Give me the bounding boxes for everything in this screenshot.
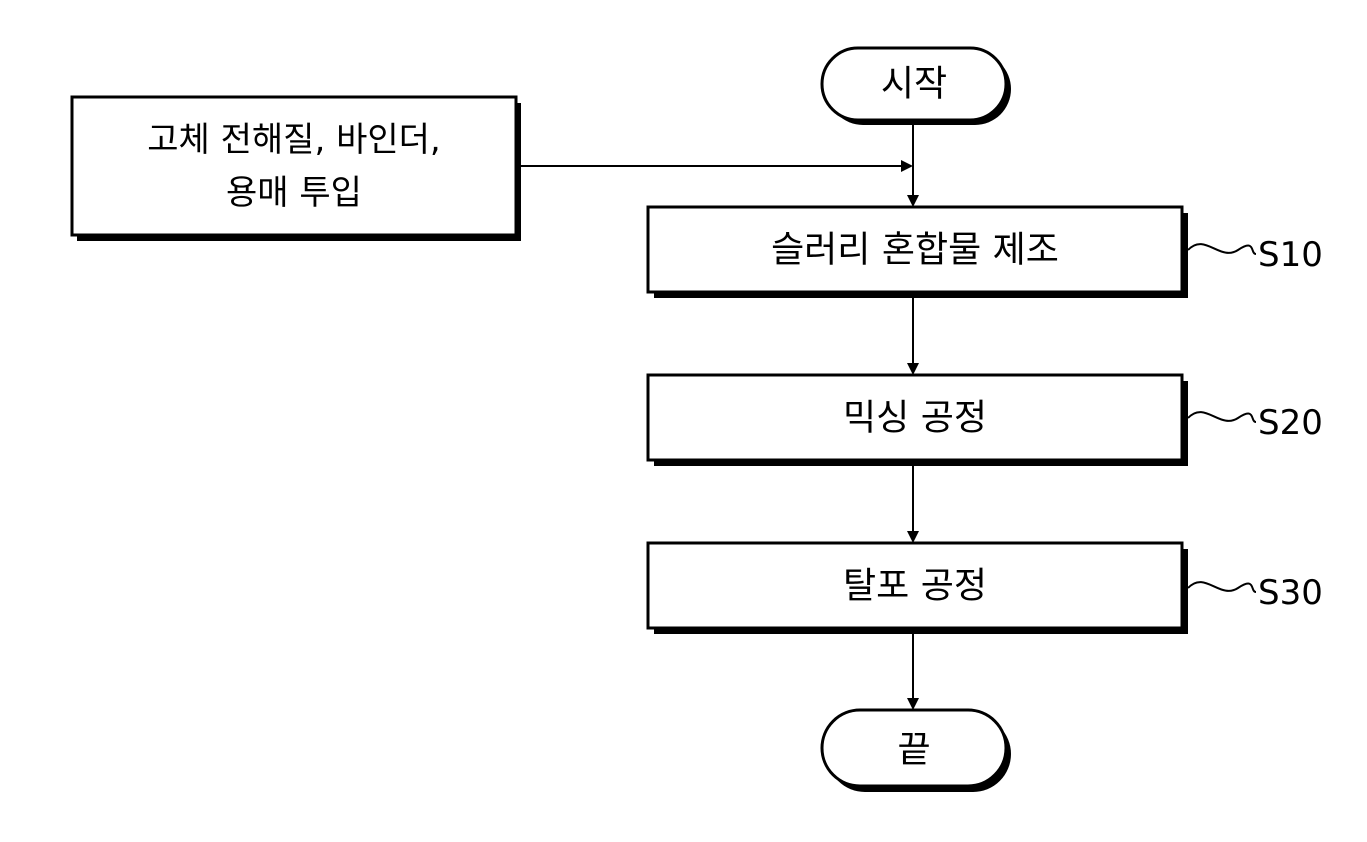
- input-label-line-1: 고체 전해질, 바인더,: [147, 120, 440, 160]
- end-label: 끝: [897, 730, 930, 771]
- input-box: 고체 전해질, 바인더, 용매 투입: [72, 97, 521, 241]
- leader-line-s20: [1188, 412, 1256, 422]
- step-code-s20: S20: [1258, 403, 1323, 443]
- start-label: 시작: [881, 64, 947, 105]
- step-box-s10: 슬러리 혼합물 제조: [648, 207, 1188, 298]
- start-terminal: 시작: [822, 48, 1011, 125]
- leader-line-s10: [1188, 244, 1256, 254]
- leader-line-s30: [1188, 582, 1256, 592]
- end-terminal: 끝: [822, 710, 1011, 792]
- step-label-s30: 탈포 공정: [843, 566, 987, 607]
- step-label-s20: 믹싱 공정: [843, 398, 987, 439]
- step-code-s10: S10: [1258, 235, 1323, 275]
- step-box-s20: 믹싱 공정: [648, 375, 1188, 466]
- step-label-s10: 슬러리 혼합물 제조: [771, 230, 1059, 271]
- step-box-s30: 탈포 공정: [648, 543, 1188, 634]
- input-label-line-2: 용매 투입: [226, 173, 362, 213]
- step-code-s30: S30: [1258, 573, 1323, 613]
